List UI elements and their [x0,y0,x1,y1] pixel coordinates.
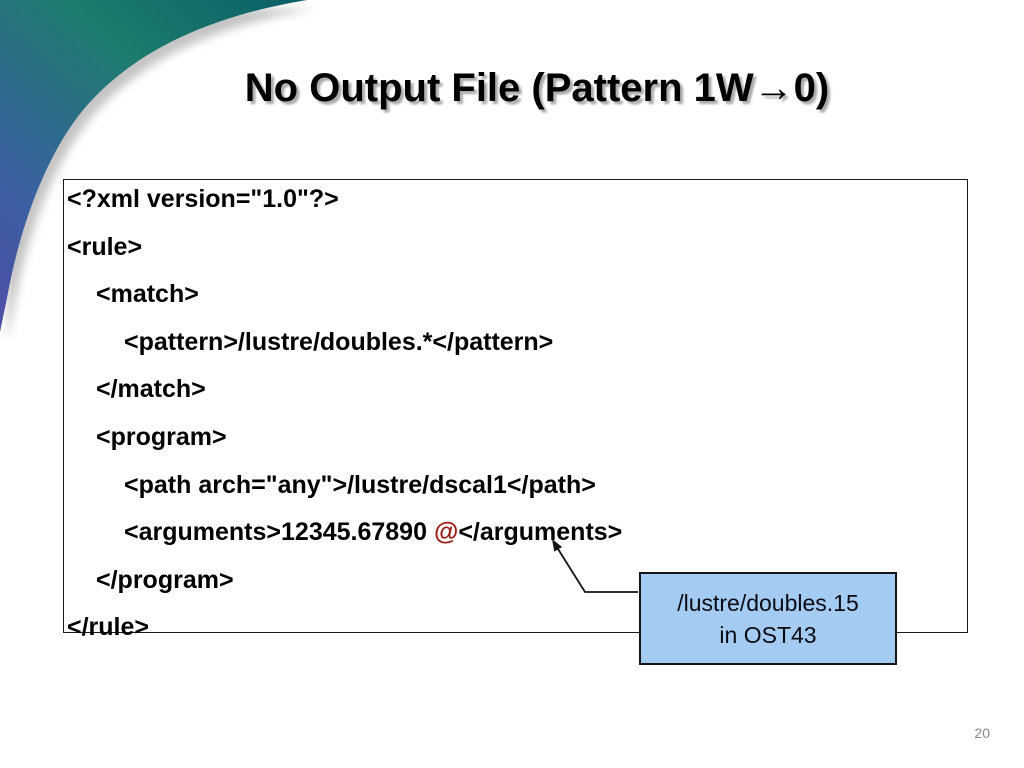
page-number: 20 [974,725,990,741]
code-line: <arguments>12345.67890 @</arguments> [124,518,623,547]
code-line: </rule> [67,613,149,642]
code-line: <path arch="any">/lustre/dscal1</path> [124,470,596,499]
corner-wedge [0,0,307,332]
code-line: </program> [96,565,234,594]
xml-code-lines: <?xml version="1.0"?> <rule> <match> <patte… [64,180,967,660]
highlighted-at-symbol: @ [433,518,459,547]
page-title: No Output File (Pattern 1W→0) [244,66,830,110]
callout-text-line2: in OST43 [719,621,817,648]
callout-text-line1: /lustre/doubles.15 [677,589,859,616]
code-line: <rule> [67,232,143,261]
code-line: <pattern>/lustre/doubles.*</pattern> [124,327,554,356]
xml-code-box: <?xml version="1.0"?> <rule> <match> <patte… [63,179,968,641]
code-line: </match> [96,375,206,404]
callout-box: /lustre/doubles.15 in OST43 [639,572,897,665]
code-line: <?xml version="1.0"?> [67,185,339,213]
code-line: <match> [96,280,199,309]
code-line: <program> [96,422,227,451]
corner-decoration-graphic [0,0,314,341]
